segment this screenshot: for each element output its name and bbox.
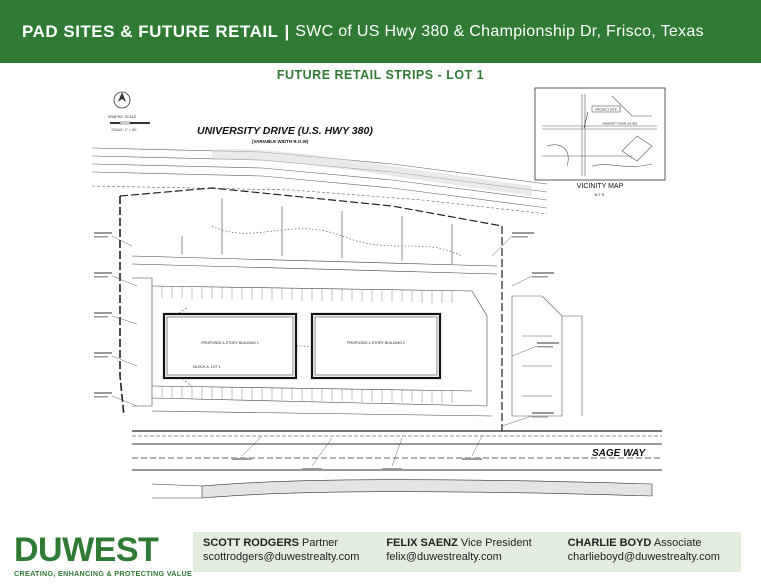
vicinity-site-label: PROJECT SITE bbox=[595, 108, 616, 112]
building-1 bbox=[162, 312, 298, 380]
contact-role: Associate bbox=[653, 537, 702, 549]
callout-notes bbox=[94, 232, 559, 470]
vicinity-map-title: VICINITY MAP bbox=[577, 183, 624, 190]
lot-label: BLOCK A, LOT 1 bbox=[193, 365, 220, 369]
header-banner: PAD SITES & FUTURE RETAIL | SWC of US Hw… bbox=[0, 0, 761, 63]
header-separator: | bbox=[284, 21, 290, 41]
vicinity-road-label: UNIVERSITY DRIVE (US 380) bbox=[602, 122, 637, 126]
duwest-logo: DUWEST CREATING, ENHANCING & PROTECTING … bbox=[14, 531, 193, 578]
contact-name: CHARLIE BOYD bbox=[567, 537, 652, 549]
contact-email[interactable]: scottrodgers@duwestrealty.com bbox=[203, 551, 360, 563]
road-name-label: UNIVERSITY DRIVE (U.S. HWY 380) bbox=[197, 125, 373, 137]
north-arrow-icon bbox=[113, 91, 131, 109]
contact-email[interactable]: felix@duwestrealty.com bbox=[386, 551, 502, 563]
scale-bar bbox=[110, 121, 150, 125]
vicinity-map-nts: N.T.S. bbox=[595, 192, 606, 197]
sage-way-label: SAGE WAY bbox=[592, 448, 646, 459]
graphic-scale-label: GRAPHIC SCALE bbox=[108, 115, 137, 119]
contact-scott-rodgers: SCOTT RODGERS Partner scottrodgers@duwes… bbox=[193, 532, 376, 572]
adjacent-parcel bbox=[511, 295, 583, 417]
highway-lines bbox=[92, 147, 548, 215]
page-subtitle: FUTURE RETAIL STRIPS - LOT 1 bbox=[276, 68, 485, 82]
callout-leaders bbox=[111, 235, 538, 467]
contact-email[interactable]: charlieboyd@duwestrealty.com bbox=[567, 551, 720, 563]
lot-boundary bbox=[119, 187, 662, 437]
building-1-label: PROPOSED 1-STORY BUILDING 1 bbox=[201, 341, 259, 345]
header-location: SWC of US Hwy 380 & Championship Dr, Fri… bbox=[295, 22, 704, 40]
parking-stalls bbox=[161, 286, 453, 403]
building-2 bbox=[310, 312, 442, 380]
contact-name: SCOTT RODGERS bbox=[203, 537, 299, 549]
road-row-label: (VARIABLE WIDTH R.O.W) bbox=[252, 139, 309, 144]
contacts-bar: SCOTT RODGERS Partner scottrodgers@duwes… bbox=[193, 532, 741, 572]
scale-text: SCALE: 1" = 50' bbox=[111, 128, 136, 132]
contact-name: FELIX SAENZ bbox=[386, 537, 458, 549]
building-2-label: PROPOSED 1-STORY BUILDING 2 bbox=[347, 341, 405, 345]
logo-tagline: CREATING, ENHANCING & PROTECTING VALUE bbox=[14, 569, 193, 578]
vicinity-map: PROJECT SITE UNIVERSITY DRIVE (US 380) bbox=[534, 87, 666, 181]
contact-role: Vice President bbox=[460, 537, 532, 549]
header-title: PAD SITES & FUTURE RETAIL bbox=[22, 21, 279, 41]
sage-way-road bbox=[132, 443, 662, 499]
site-plan-drawing: GRAPHIC SCALE SCALE: 1" = 50' UNIVERSITY… bbox=[92, 87, 666, 499]
contact-role: Partner bbox=[302, 537, 339, 549]
parking-layout bbox=[131, 198, 498, 417]
contact-felix-saenz: FELIX SAENZ Vice President felix@duwestr… bbox=[376, 532, 559, 572]
contact-charlie-boyd: CHARLIE BOYD Associate charlieboyd@duwes… bbox=[560, 532, 741, 572]
